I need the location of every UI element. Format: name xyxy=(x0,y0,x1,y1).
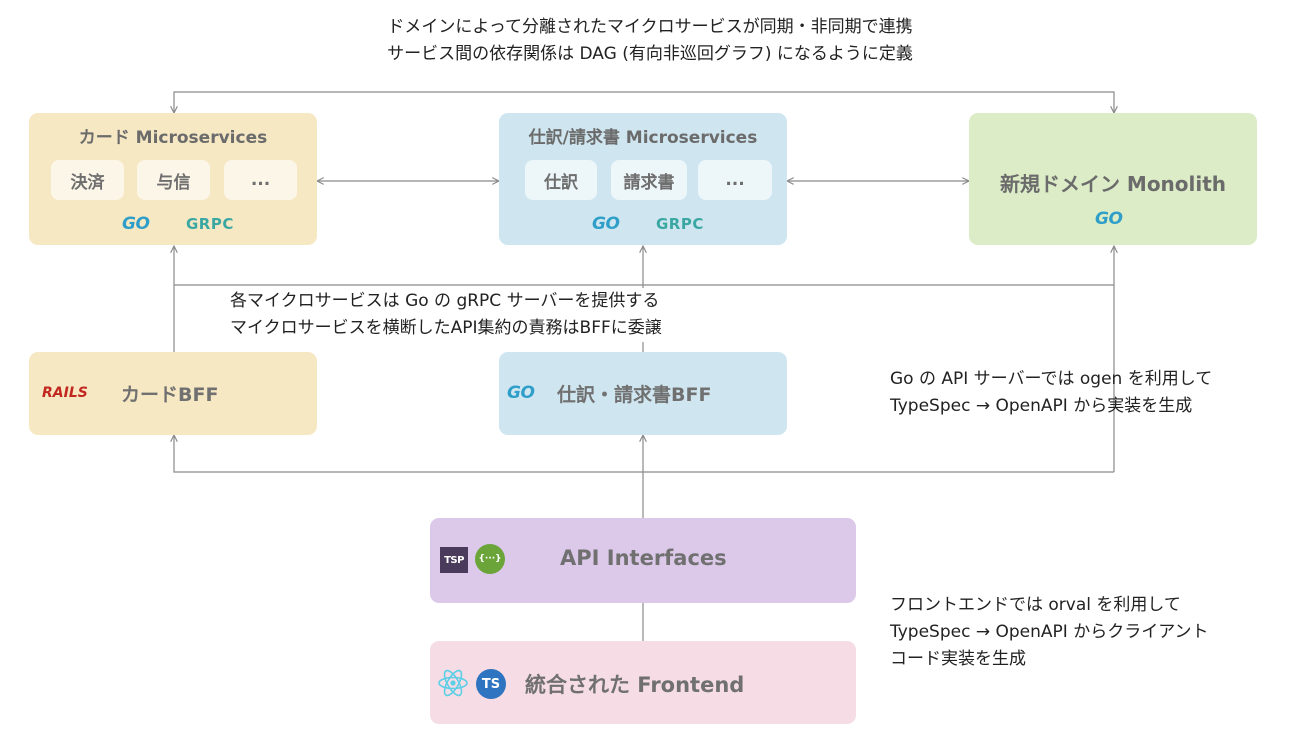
journal-microservices-title: 仕訳/請求書 Microservices xyxy=(528,128,758,148)
go-api-note-line2: TypeSpec → OpenAPI から実装を生成 xyxy=(890,396,1193,416)
go-logo-icon: GO xyxy=(122,214,150,234)
monolith-title: 新規ドメイン Monolith xyxy=(999,172,1227,196)
chip-payment: 決済 xyxy=(51,160,124,200)
frontend-note-line1: フロントエンドでは orval を利用して xyxy=(890,595,1181,615)
grpc-logo-icon: GRPC xyxy=(186,215,234,233)
frontend-note-line3: コード実装を生成 xyxy=(890,649,1026,669)
go-logo-icon: GO xyxy=(507,383,535,403)
go-logo-icon: GO xyxy=(1095,209,1123,229)
api-interfaces-box: TSP {···} API Interfaces xyxy=(430,518,856,603)
journal-bff-title: 仕訳・請求書BFF xyxy=(557,384,712,406)
chip-credit: 与信 xyxy=(137,160,210,200)
top-note: ドメインによって分離されたマイクロサービスが同期・非同期で連携 サービス間の依存… xyxy=(0,14,1300,68)
typespec-logo-icon: TSP xyxy=(440,547,468,573)
top-note-line1: ドメインによって分離されたマイクロサービスが同期・非同期で連携 xyxy=(387,17,913,37)
monolith-box: 新規ドメイン Monolith GO xyxy=(969,113,1257,245)
bff-note: 各マイクロサービスは Go の gRPC サーバーを提供する マイクロサービスを… xyxy=(230,288,662,342)
frontend-note-line2: TypeSpec → OpenAPI からクライアント xyxy=(890,622,1209,642)
chip-more: ... xyxy=(224,160,297,200)
go-api-note: Go の API サーバーでは ogen を利用して TypeSpec → Op… xyxy=(890,366,1212,420)
typescript-logo-icon: TS xyxy=(476,669,506,699)
rails-logo-icon: RAILS xyxy=(42,385,88,401)
react-logo-icon xyxy=(438,669,468,697)
top-note-line2: サービス間の依存関係は DAG (有向非巡回グラフ) になるように定義 xyxy=(387,44,913,64)
bff-note-line1: 各マイクロサービスは Go の gRPC サーバーを提供する xyxy=(230,291,660,311)
card-microservices-title: カード Microservices xyxy=(78,128,268,148)
go-logo-icon: GO xyxy=(592,214,620,234)
card-bff-box: RAILS カードBFF xyxy=(29,352,317,435)
card-microservices-box: カード Microservices 決済 与信 ... GO GRPC xyxy=(29,113,317,245)
edge-api-cardbff xyxy=(174,435,1114,473)
journal-microservices-box: 仕訳/請求書 Microservices 仕訳 請求書 ... GO GRPC xyxy=(499,113,787,245)
frontend-title: 統合された Frontend xyxy=(525,673,745,697)
bff-note-line2: マイクロサービスを横断したAPI集約の責務はBFFに委譲 xyxy=(230,318,662,338)
chip-invoice: 請求書 xyxy=(611,160,687,200)
card-bff-title: カードBFF xyxy=(121,384,219,406)
frontend-note: フロントエンドでは orval を利用して TypeSpec → OpenAPI… xyxy=(890,592,1209,673)
frontend-box: TS 統合された Frontend xyxy=(430,641,856,724)
openapi-logo-icon: {···} xyxy=(475,544,505,574)
journal-bff-box: GO 仕訳・請求書BFF xyxy=(499,352,787,435)
go-api-note-line1: Go の API サーバーでは ogen を利用して xyxy=(890,369,1213,389)
chip-journal: 仕訳 xyxy=(525,160,597,200)
api-interfaces-title: API Interfaces xyxy=(560,546,727,570)
edge-card-to-monolith-top xyxy=(174,91,1114,113)
chip-more: ... xyxy=(698,160,772,200)
grpc-logo-icon: GRPC xyxy=(656,215,704,233)
